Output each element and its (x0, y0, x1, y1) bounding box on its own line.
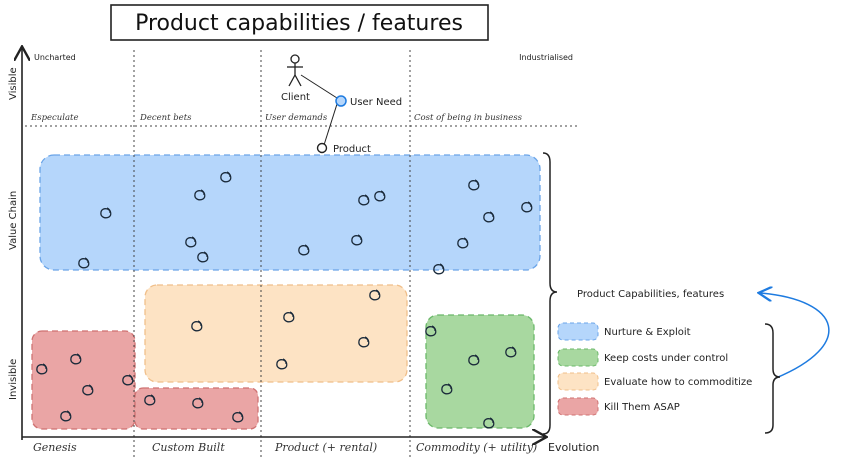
strategy-arrow (760, 293, 830, 379)
stage-label: Commodity (+ utility) (416, 441, 537, 454)
product-label: Product (333, 144, 371, 155)
kill-region-custom (134, 387, 259, 430)
stage-subtitle: Decent bets (139, 113, 192, 123)
component-node (78, 257, 90, 269)
legend-swatch (557, 322, 599, 341)
stage-label: Custom Built (152, 441, 225, 454)
component-node (283, 311, 295, 323)
client-label: Client (281, 92, 310, 103)
component-node (468, 354, 480, 366)
keep-costs-region (425, 314, 535, 429)
component-node (82, 384, 94, 396)
brace-label: Product Capabilities, features (577, 289, 724, 300)
component-node (483, 417, 495, 429)
x-axis-label-evolution: Evolution (548, 441, 599, 454)
corner-uncharted: Uncharted (34, 53, 76, 62)
y-axis-label-value-chain: Value Chain (8, 191, 19, 250)
stage-label: Genesis (33, 441, 77, 454)
stage-label: Product (+ rental) (274, 441, 377, 454)
component-node (358, 194, 370, 206)
component-node (483, 211, 495, 223)
legend-label: Nurture & Exploit (604, 327, 691, 338)
link-need-product (323, 103, 338, 146)
component-node (425, 325, 437, 337)
component-node (505, 346, 517, 358)
link-client-need (300, 74, 338, 99)
capabilities-brace (542, 152, 558, 435)
legend-swatch (557, 348, 599, 367)
component-node (194, 189, 206, 201)
stage-subtitle: Especulate (30, 113, 79, 123)
component-node (351, 234, 363, 246)
component-node (185, 236, 197, 248)
legend-label: Kill Them ASAP (604, 402, 680, 413)
corner-industrialised: Industrialised (519, 53, 573, 62)
product-node (316, 142, 328, 154)
component-node (374, 190, 386, 202)
component-node (197, 251, 209, 263)
title-box (110, 4, 489, 41)
stage-subtitle: User demands (265, 113, 328, 123)
component-node (369, 289, 381, 301)
legend-swatch (557, 372, 599, 391)
legend-brace (764, 323, 781, 434)
legend: Nurture & Exploit Keep costs under contr… (557, 322, 752, 416)
stage-subtitle: Cost of being in business (414, 113, 523, 123)
component-node (276, 358, 288, 370)
evaluate-region (144, 284, 408, 383)
nurture-region (39, 154, 541, 271)
component-node (468, 179, 480, 191)
component-node (191, 320, 203, 332)
component-node (521, 201, 533, 213)
component-node (433, 263, 445, 275)
legend-label: Keep costs under control (604, 353, 728, 364)
component-node (70, 353, 82, 365)
capability-components (36, 171, 533, 429)
component-node (441, 383, 453, 395)
component-node (100, 207, 112, 219)
component-node (298, 244, 310, 256)
component-node (457, 237, 469, 249)
user-need-node (335, 95, 347, 107)
y-axis-label-visible: Visible (8, 67, 19, 100)
kill-region-genesis (31, 330, 136, 430)
y-axis-label-invisible: Invisible (8, 359, 19, 400)
page-title: Product capabilities / features (135, 11, 463, 36)
user-need-label: User Need (350, 97, 402, 108)
component-node (36, 363, 48, 375)
legend-swatch (557, 397, 599, 416)
legend-label: Evaluate how to commoditize (604, 377, 752, 388)
component-node (358, 336, 370, 348)
component-node (192, 397, 204, 409)
component-node (60, 410, 72, 422)
component-node (220, 171, 232, 183)
component-node (122, 374, 134, 386)
component-node (144, 394, 156, 406)
component-node (232, 411, 244, 423)
client-user-icon (287, 54, 303, 87)
